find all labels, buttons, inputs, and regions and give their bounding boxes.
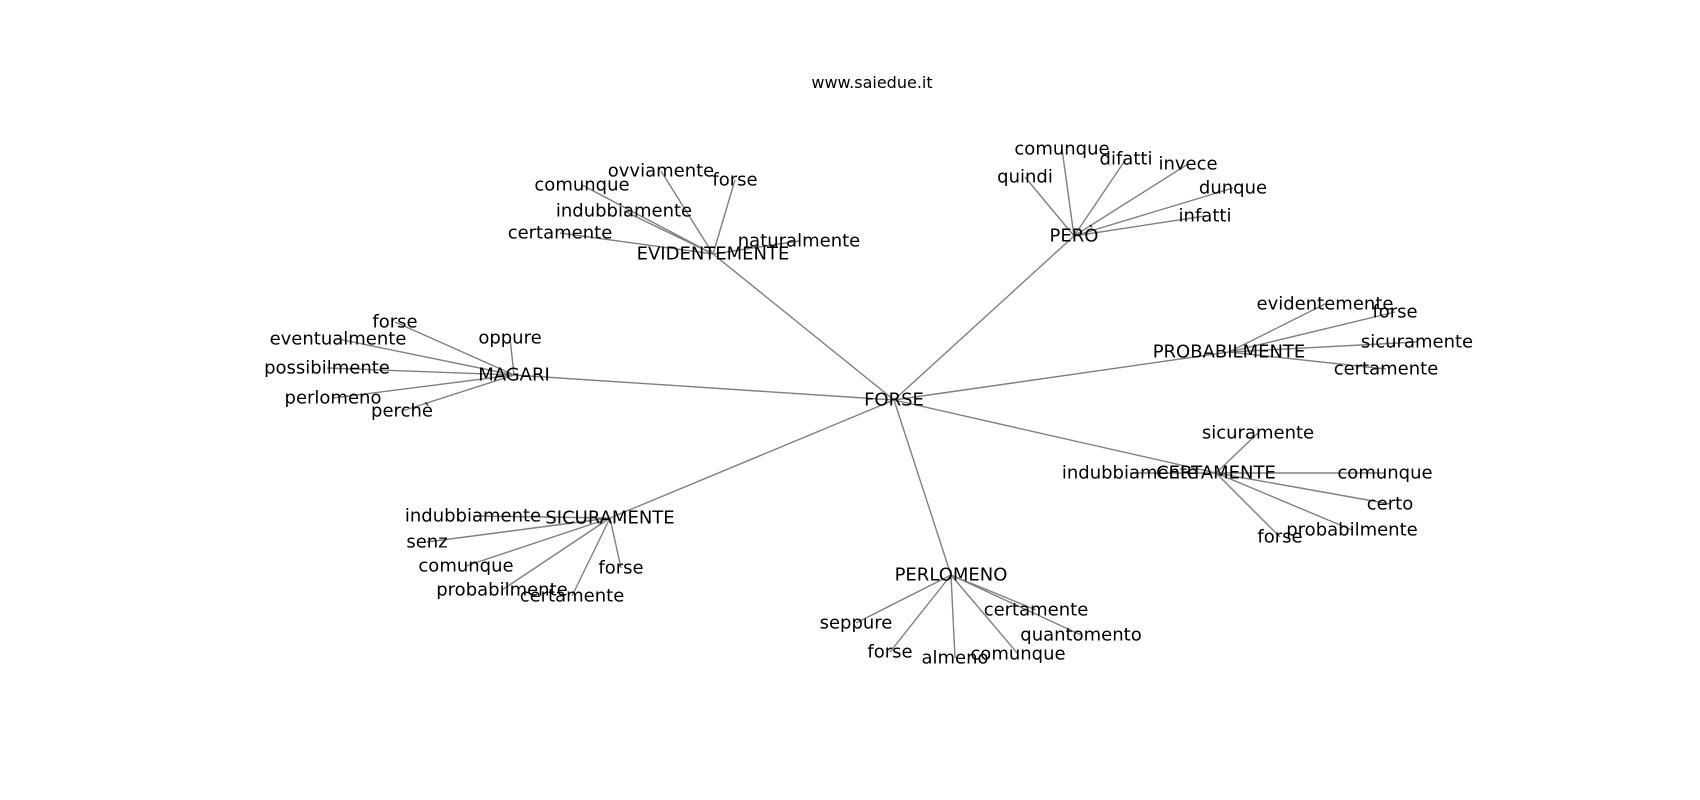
- node-leaf-oppure: oppure: [478, 328, 541, 349]
- node-leaf-possibilmente: possibilmente: [264, 358, 390, 379]
- edge-evidentemente-forse: [712, 179, 736, 255]
- edge-evidentemente-comunque: [581, 184, 714, 255]
- edge-forse-sicuramente: [609, 399, 895, 519]
- node-leaf-certamente: certamente: [984, 600, 1089, 621]
- node-hub-perlomeno: PERLOMENO: [895, 565, 1008, 586]
- node-leaf-comunque: comunque: [1337, 463, 1432, 484]
- edge-certamente-sicuramente: [1215, 432, 1259, 474]
- node-leaf-forse: forse: [867, 642, 912, 663]
- node-leaf-senz: senz: [406, 532, 447, 553]
- edge-evidentemente-naturalmente: [712, 240, 800, 255]
- edge-magari-perlomeno: [332, 374, 515, 399]
- edge-layer: [326, 148, 1418, 659]
- node-hub-evidentemente: EVIDENTEMENTE: [637, 244, 790, 265]
- node-leaf-invece: invece: [1158, 154, 1217, 175]
- node-leaf-dunque: dunque: [1199, 178, 1267, 199]
- node-leaf-quindi: quindi: [997, 167, 1053, 188]
- node-leaf-forse: forse: [712, 170, 757, 191]
- node-leaf-certamente: certamente: [1334, 359, 1439, 380]
- edge-sicuramente-certamente: [571, 517, 611, 597]
- node-leaf-infatti: infatti: [1179, 206, 1232, 227]
- edge-evidentemente-certamente: [559, 232, 714, 255]
- node-leaf-evidentemente: evidentemente: [1257, 294, 1394, 315]
- edge-magari-forse: [394, 321, 515, 376]
- node-leaf-probabilmente: probabilmente: [436, 580, 567, 601]
- edge-sicuramente-probabilmente: [501, 517, 611, 591]
- edge-magari-eventualmente: [337, 338, 515, 376]
- node-leaf-forse: forse: [598, 558, 643, 579]
- node-leaf-indubbiamente: indubbiamente: [1062, 463, 1198, 484]
- node-root-forse: FORSE: [864, 390, 924, 411]
- node-leaf-forse: forse: [1372, 302, 1417, 323]
- node-leaf-sicuramente: sicuramente: [1361, 332, 1473, 353]
- node-hub-certamente: CERTAMENTE: [1156, 463, 1276, 484]
- edge-forse-perlomeno: [893, 399, 952, 576]
- edge-pero-dunque: [1073, 187, 1234, 237]
- edge-pero-infatti: [1073, 215, 1206, 237]
- edge-forse-pero: [893, 235, 1075, 401]
- edge-forse-evidentemente: [712, 253, 895, 401]
- node-leaf-probabilmente: probabilmente: [1286, 520, 1417, 541]
- edge-sicuramente-forse: [609, 517, 622, 569]
- label-layer: FORSE EVIDENTEMENTE PERÒ MAGARI PROBABILMENT…: [264, 139, 1473, 669]
- edge-forse-magari: [513, 374, 895, 401]
- node-leaf-quantomento: quantomento: [1020, 625, 1141, 646]
- node-leaf-certo: certo: [1367, 494, 1413, 515]
- edge-certamente-forse: [1215, 472, 1281, 538]
- edge-pero-difatti: [1073, 158, 1127, 237]
- edge-forse-probabilmente: [893, 351, 1230, 401]
- edge-probabilmente-forse: [1228, 311, 1396, 353]
- node-leaf-indubbiamente: indubbiamente: [556, 201, 692, 222]
- edge-magari-possibilmente: [326, 367, 515, 376]
- edge-certamente-certo: [1215, 472, 1391, 505]
- node-leaf-seppure: seppure: [820, 613, 893, 634]
- node-leaf-almeno: almeno: [921, 648, 988, 669]
- edge-perlomeno-forse: [889, 574, 952, 653]
- edge-perlomeno-almeno: [950, 574, 956, 659]
- node-leaf-comunque: comunque: [418, 556, 513, 577]
- node-leaf-forse: forse: [1257, 527, 1302, 548]
- node-leaf-perlomeno: perlomeno: [285, 388, 382, 409]
- node-leaf-forse: forse: [372, 312, 417, 333]
- edge-probabilmente-evidentemente: [1228, 303, 1326, 353]
- edge-probabilmente-certamente: [1228, 351, 1387, 370]
- node-leaf-eventualmente: eventualmente: [270, 329, 407, 350]
- edge-sicuramente-comunque: [465, 517, 611, 567]
- site-caption: www.saiedue.it: [811, 73, 932, 92]
- edge-magari-oppure: [509, 337, 515, 376]
- edge-magari-perche: [401, 374, 515, 412]
- edge-evidentemente-indubbiamente: [623, 210, 714, 255]
- edge-certamente-probabilmente: [1215, 472, 1353, 531]
- edge-perlomeno-seppure: [855, 574, 952, 624]
- node-leaf-sicuramente: sicuramente: [1202, 423, 1314, 444]
- edge-perlomeno-quantomento: [950, 574, 1082, 636]
- node-leaf-comunque: comunque: [534, 175, 629, 196]
- node-leaf-difatti: difatti: [1100, 149, 1153, 170]
- edge-pero-comunque: [1061, 148, 1075, 237]
- node-leaf-naturalmente: naturalmente: [738, 231, 860, 252]
- node-hub-sicuramente: SICURAMENTE: [545, 508, 674, 529]
- edge-pero-quindi: [1024, 176, 1075, 237]
- node-leaf-certamente: certamente: [508, 223, 613, 244]
- node-hub-magari: MAGARI: [478, 365, 550, 386]
- edge-sicuramente-senz: [426, 517, 611, 543]
- node-leaf-indubbiamente: indubbiamente: [405, 506, 541, 527]
- node-leaf-comunque: comunque: [1014, 139, 1109, 160]
- node-leaf-comunque: comunque: [970, 644, 1065, 665]
- edge-evidentemente-ovviamente: [660, 170, 714, 255]
- edge-probabilmente-sicuramente: [1228, 341, 1418, 353]
- node-leaf-ovviamente: ovviamente: [608, 161, 715, 182]
- node-hub-probabilmente: PROBABILMENTE: [1153, 342, 1306, 363]
- edge-perlomeno-comunque: [950, 574, 1019, 655]
- edge-forse-certamente: [893, 399, 1217, 474]
- node-leaf-certamente: certamente: [520, 586, 625, 607]
- edge-pero-invece: [1073, 163, 1189, 237]
- edge-sicuramente-indubbiamente: [472, 515, 611, 519]
- node-hub-pero: PERÒ: [1050, 225, 1099, 247]
- node-leaf-perche: perchè: [371, 401, 433, 422]
